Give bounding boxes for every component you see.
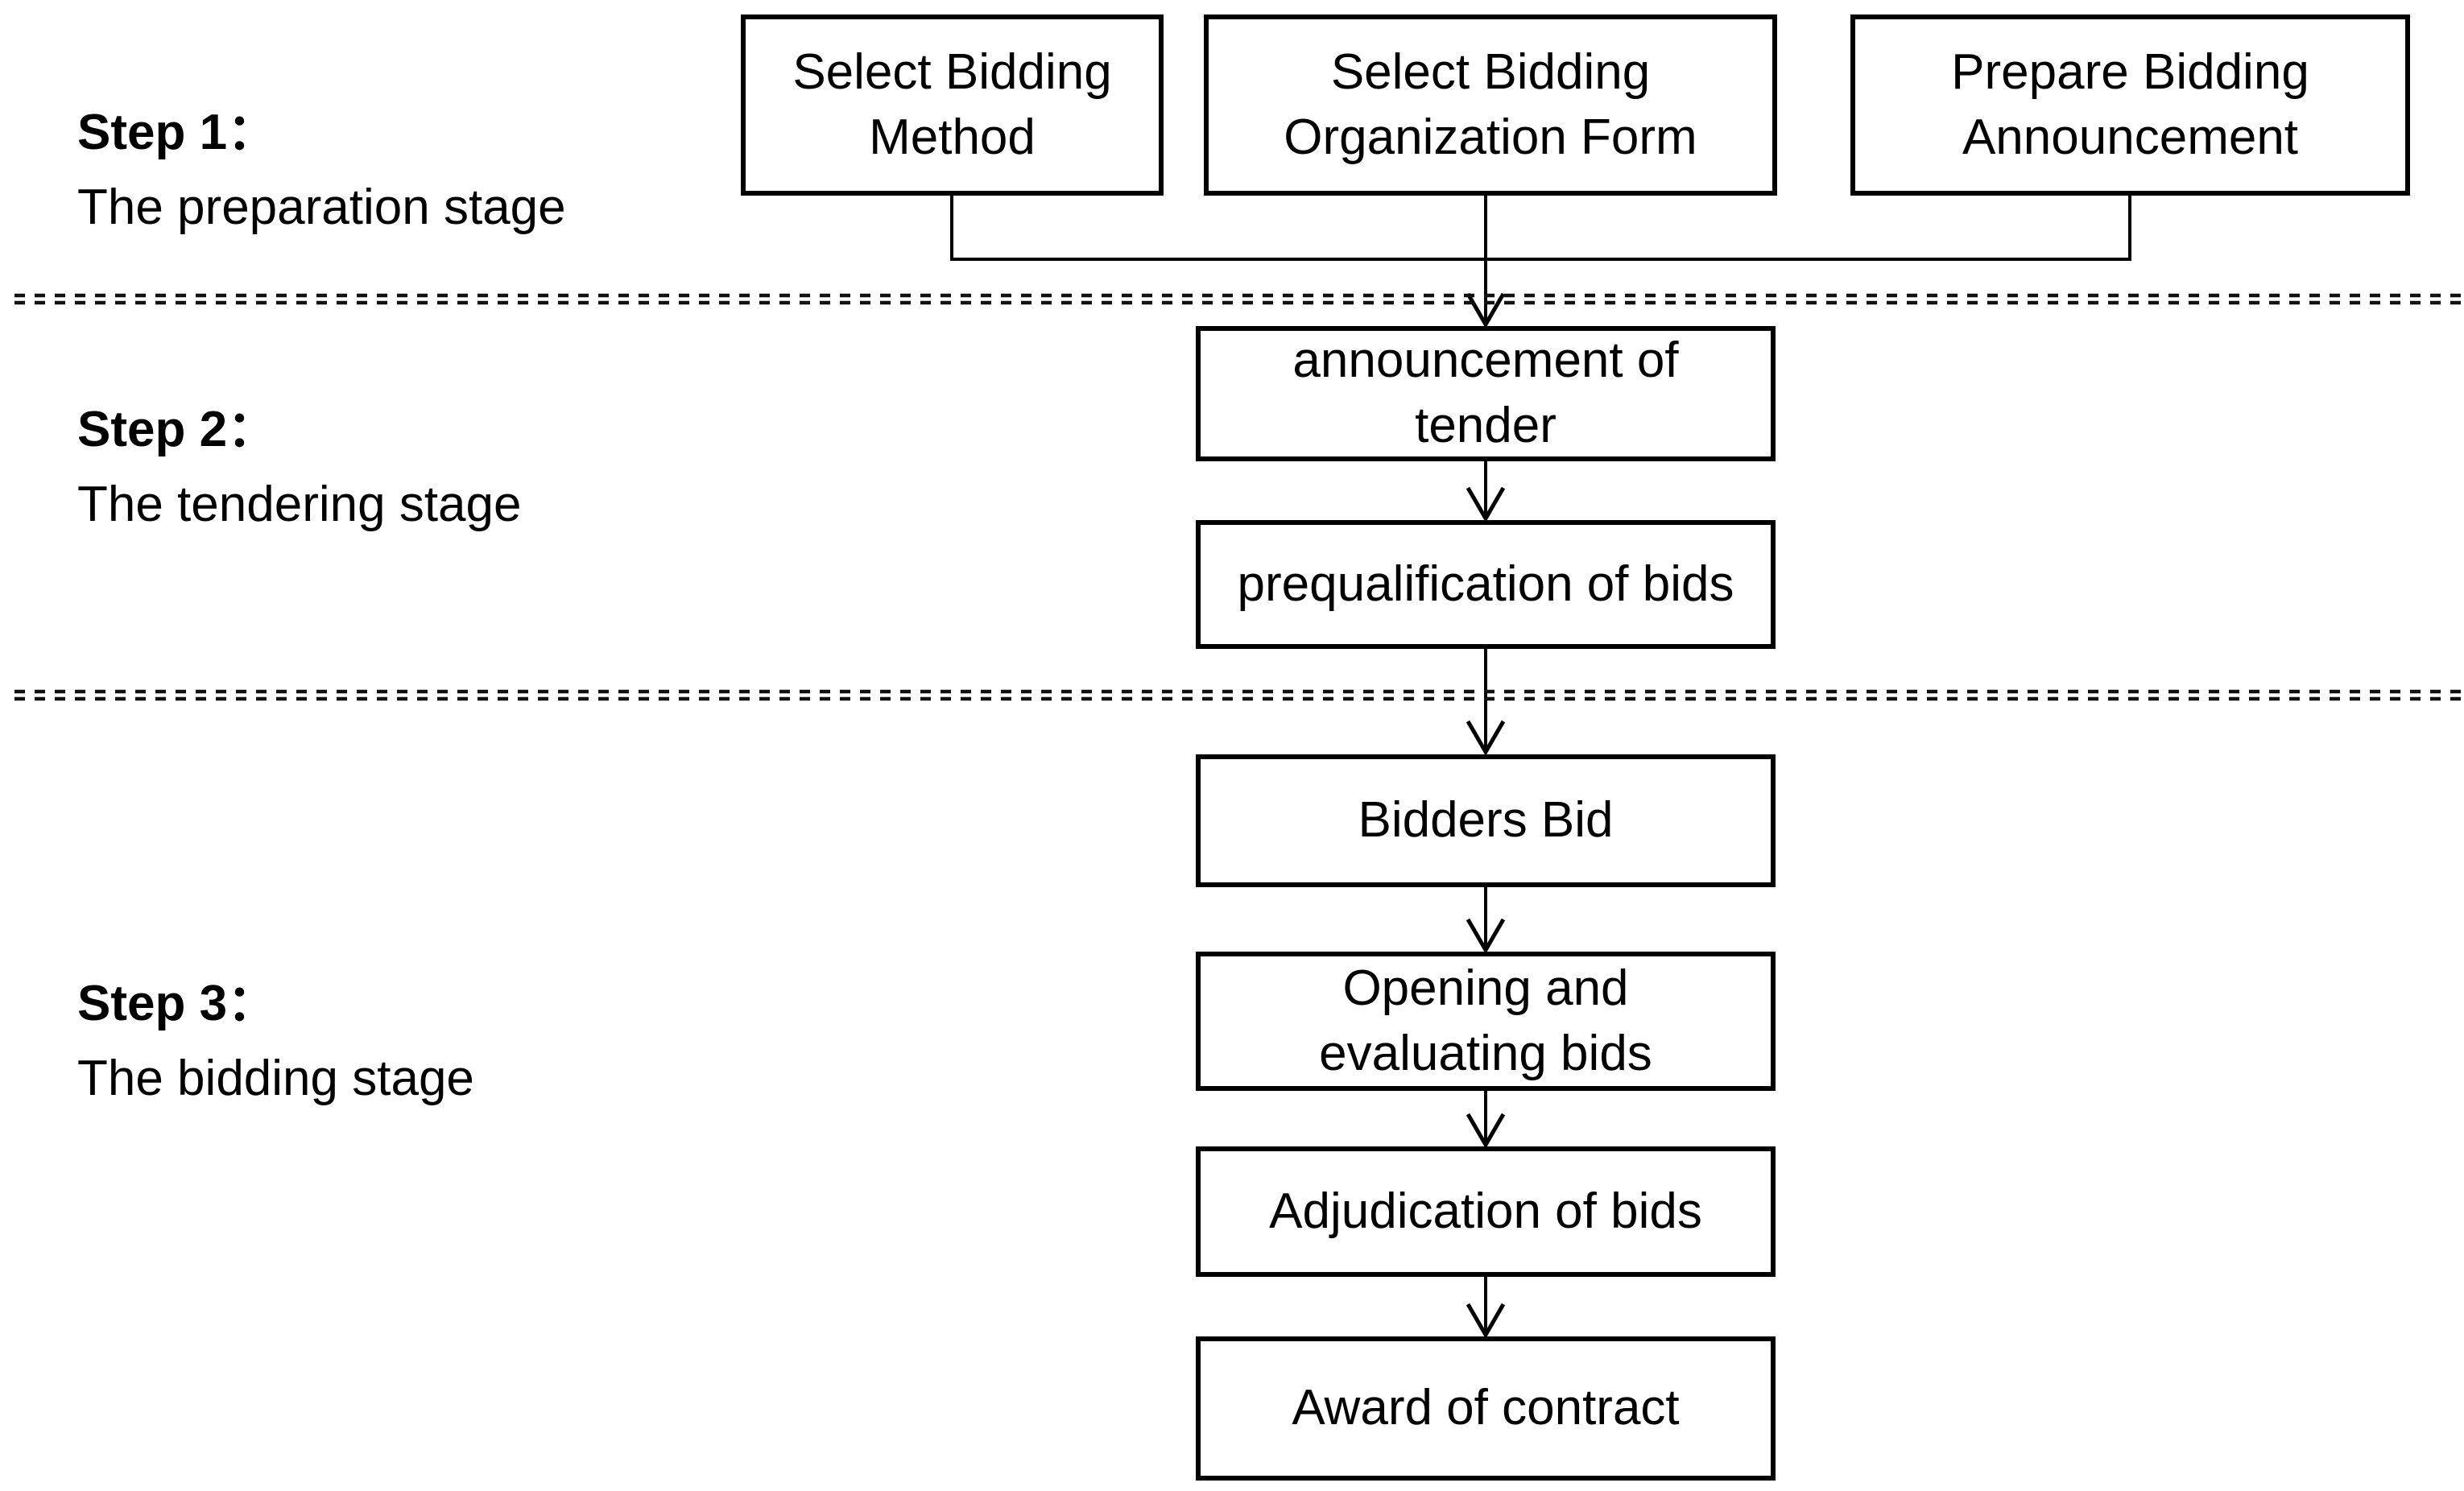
box-award-of-contract: Award of contract xyxy=(1196,1336,1776,1481)
box-announcement-of-tender-label: announcement of tender xyxy=(1292,332,1679,453)
box-award-of-contract-label: Award of contract xyxy=(1292,1380,1680,1436)
stage1-label: Step 1： The preparation stage xyxy=(77,95,566,245)
box-prepare-bidding-announcement-label: Prepare Bidding Announcement xyxy=(1951,43,2309,165)
box-adjudication-of-bids: Adjudication of bids xyxy=(1196,1146,1776,1277)
arrowhead-icon-to-prequalification xyxy=(1466,486,1506,522)
stage-divider-1 xyxy=(14,293,2464,305)
stage3-description: The bidding stage xyxy=(77,1051,474,1106)
arrowhead-icon-to-opening xyxy=(1466,918,1506,954)
stage3-label: Step 3： The bidding stage xyxy=(77,966,474,1116)
box-select-bidding-organization-form: Select Bidding Organization Form xyxy=(1204,14,1777,196)
box-announcement-of-tender: announcement of tender xyxy=(1196,326,1776,461)
arrowhead-icon-to-announcement xyxy=(1466,292,1506,328)
box-select-bidding-method-label: Select Bidding Method xyxy=(792,43,1112,165)
box-bidders-bid: Bidders Bid xyxy=(1196,754,1776,887)
box-select-bidding-organization-form-label: Select Bidding Organization Form xyxy=(1284,43,1697,165)
box-prequalification-of-bids-label: prequalification of bids xyxy=(1237,556,1734,612)
arrowhead-icon-to-adjudication xyxy=(1466,1113,1506,1149)
box-opening-and-evaluating-bids-label: Opening and evaluating bids xyxy=(1319,960,1652,1081)
box-adjudication-of-bids-label: Adjudication of bids xyxy=(1269,1183,1702,1239)
box-opening-and-evaluating-bids: Opening and evaluating bids xyxy=(1196,952,1776,1091)
box-prequalification-of-bids: prequalification of bids xyxy=(1196,520,1776,649)
box-prepare-bidding-announcement: Prepare Bidding Announcement xyxy=(1850,14,2410,196)
stage2-description: The tendering stage xyxy=(77,477,522,532)
stage3-step-label: Step 3： xyxy=(77,976,278,1031)
box-bidders-bid-label: Bidders Bid xyxy=(1358,792,1614,849)
stage2-step-label: Step 2： xyxy=(77,402,278,457)
stage-divider-2 xyxy=(14,689,2464,701)
arrowhead-icon-to-award xyxy=(1466,1303,1506,1339)
box-select-bidding-method: Select Bidding Method xyxy=(741,14,1164,196)
arrowhead-icon-to-bidders-bid xyxy=(1466,720,1506,756)
stage1-step-label: Step 1： xyxy=(77,105,278,160)
stage1-description: The preparation stage xyxy=(77,180,566,235)
stage2-label: Step 2： The tendering stage xyxy=(77,392,522,542)
